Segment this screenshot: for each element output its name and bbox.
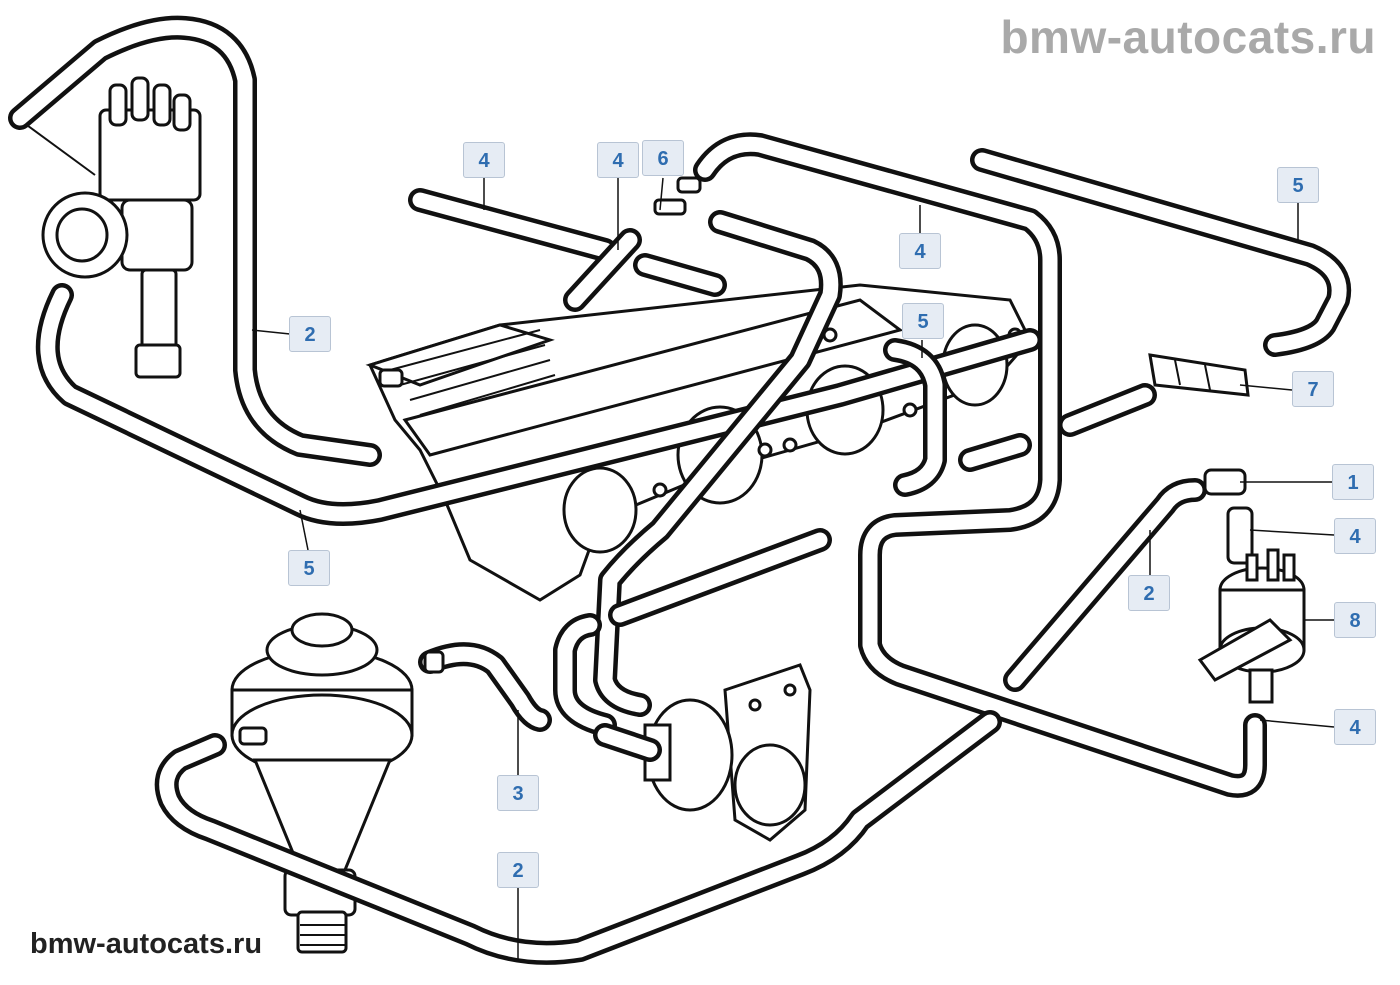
callout-7[interactable]: 7	[1292, 371, 1334, 407]
watermark-top: bmw-autocats.ru	[1000, 11, 1376, 63]
callout-2-bottom[interactable]: 2	[497, 852, 539, 888]
callout-2-right[interactable]: 2	[1128, 575, 1170, 611]
callout-6[interactable]: 6	[642, 140, 684, 176]
solenoid-valve	[1197, 506, 1306, 704]
connectors	[238, 176, 1247, 746]
hose-clip	[1148, 353, 1250, 397]
callout-5-left[interactable]: 5	[288, 550, 330, 586]
callout-3[interactable]: 3	[497, 775, 539, 811]
callout-4-center[interactable]: 4	[597, 142, 639, 178]
callout-5-manifold[interactable]: 5	[902, 303, 944, 339]
ignition-distributor	[19, 76, 202, 379]
callout-4-valve-top[interactable]: 4	[1334, 518, 1376, 554]
callout-4-valve-bottom[interactable]: 4	[1334, 709, 1376, 745]
callout-4-mid[interactable]: 4	[899, 233, 941, 269]
leader-lines	[251, 177, 1335, 960]
callout-1[interactable]: 1	[1332, 464, 1374, 500]
callout-4-left[interactable]: 4	[463, 142, 505, 178]
vacuum-pump-unit	[230, 612, 414, 954]
watermark-bottom: bmw-autocats.ru	[30, 928, 263, 960]
hose-runs	[8, 15, 1352, 965]
callout-8[interactable]: 8	[1334, 602, 1376, 638]
callout-2-distributor[interactable]: 2	[289, 316, 331, 352]
callout-5-topright[interactable]: 5	[1277, 167, 1319, 203]
vacuum-diaphragm	[643, 663, 812, 842]
